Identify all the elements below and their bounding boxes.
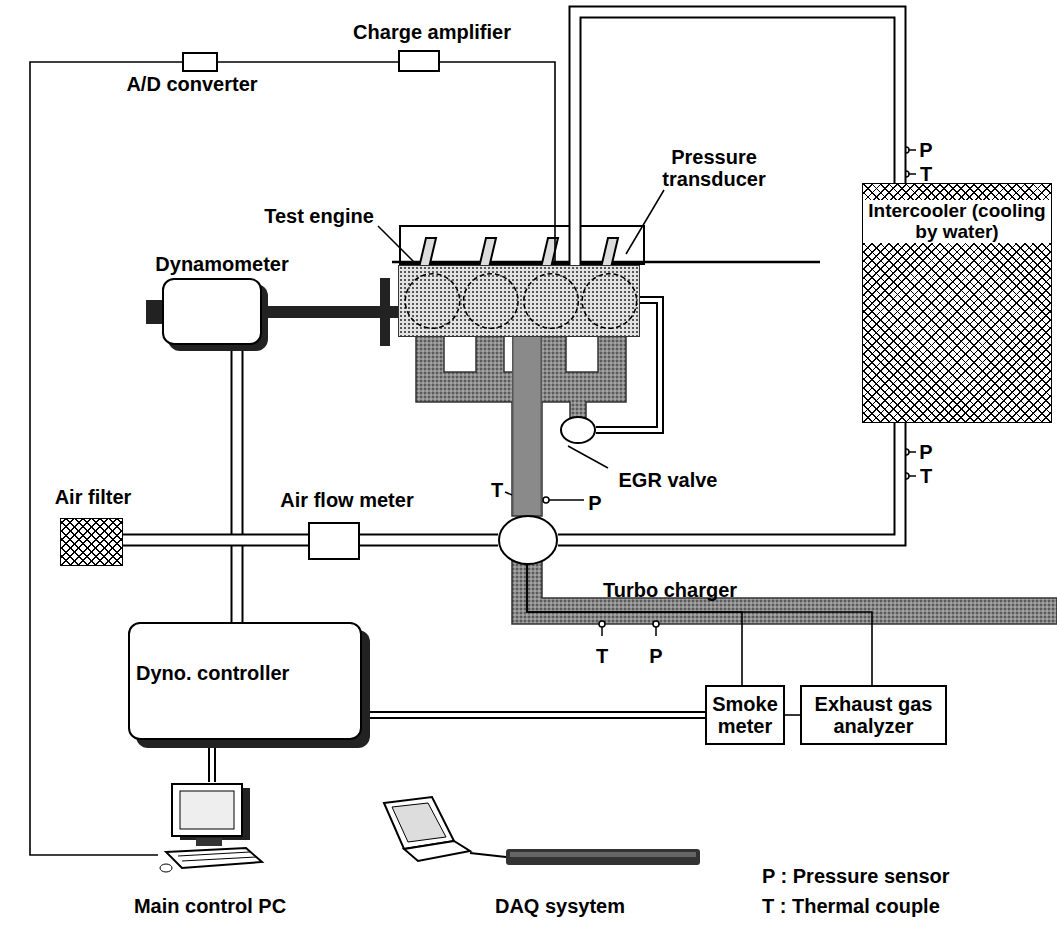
control-pc: Main control PC [158,782,268,877]
text-label: P [649,645,662,667]
dynamometer: Dynamometer [162,278,262,345]
connector-stroke [231,345,244,622]
connector-stroke [360,536,498,545]
node-label: Dynamometer [155,253,288,275]
pipe-connector [123,540,308,541]
connector-stroke [514,337,541,515]
air-flow-meter: Air flow meter [308,522,360,560]
pipe-connector [237,345,238,622]
wire-connector [527,565,742,685]
text-label: P [919,139,932,161]
text-label: Pressure transducer [644,146,784,191]
connector-stroke [785,714,800,716]
wire-connector [218,62,398,63]
connector-stroke [558,423,900,540]
node-label: Charge amplifier [353,21,511,43]
turbocharger-shape [498,515,558,565]
leader-line [626,190,664,254]
connector-stroke [527,565,872,685]
smoke-meter: Smoke meter [705,685,785,745]
intercooler: Intercooler (cooling by water) [862,183,1052,423]
node-label: Dyno. controller [136,662,289,684]
connector-stroke [123,534,308,547]
node-label: Main control PC [134,895,286,917]
pipe-connector [558,423,900,540]
text-label: P : Pressure sensor [762,865,950,887]
text-label: T [596,645,608,667]
connector-stroke [233,345,242,622]
bus-connector [362,715,705,716]
dyno-controller: Dyno. controller [128,622,362,740]
node-label: DAQ sysytem [495,895,625,917]
node-label: Smoke meter [711,693,779,738]
node-label: EGR valve [619,469,718,491]
turbocharger: Turbo charger [498,515,558,565]
connector-stroke [210,740,214,782]
connector-stroke [575,12,900,265]
text-label: P [919,441,932,463]
connector-stroke [512,337,542,515]
pipe-connector [360,540,498,541]
shaft-connector [262,312,398,313]
wire-connector [785,715,800,716]
leader-line [568,446,608,468]
egr-valve: EGR valve [560,416,596,444]
amplifier-box: Charge amplifier [398,50,440,72]
text-label: P [588,492,601,514]
connector-stroke [360,534,498,547]
connector-stroke [527,565,742,685]
leader-line [378,226,420,268]
sensor-marks [505,147,916,636]
engine-block-shape [399,266,639,336]
daq-system-shape [370,795,705,880]
connector-stroke [123,536,308,545]
daq-system: DAQ sysytem [370,795,705,880]
node-label: Intercooler (cooling by water) [863,200,1051,243]
text-label: T [491,479,503,501]
connector-stroke [558,423,900,540]
converter-box: A/D converter [182,52,218,72]
gas-analyzer: Exhaust gas analyzer [800,685,947,745]
connector-stroke [575,12,900,265]
node-label: Air flow meter [280,489,413,511]
node-label: Turbo charger [603,579,737,601]
egr-valve-shape [560,416,596,444]
node-label: Test engine [264,205,374,227]
wire-connector [527,565,872,685]
node-label: A/D converter [126,73,257,95]
node-label: Air filter [55,486,132,508]
connector-stroke [218,61,398,63]
air-filter: Air filter [60,518,123,566]
bus-connector [212,740,213,782]
wire-connector [440,62,555,265]
connector-stroke [262,306,398,318]
exhaust-connector [527,337,528,515]
connector-stroke [362,711,705,719]
text-label: T [920,163,932,185]
connector-stroke [362,713,705,717]
engine-block: Test engine [398,265,640,337]
text-label: T [920,465,932,487]
connector-stroke [440,62,555,265]
pipe-connector [575,12,900,265]
text-label: T : Thermal couple [762,895,940,917]
connector-stroke [208,740,216,782]
control-pc-shape [158,782,268,877]
node-label: Exhaust gas analyzer [806,693,941,738]
